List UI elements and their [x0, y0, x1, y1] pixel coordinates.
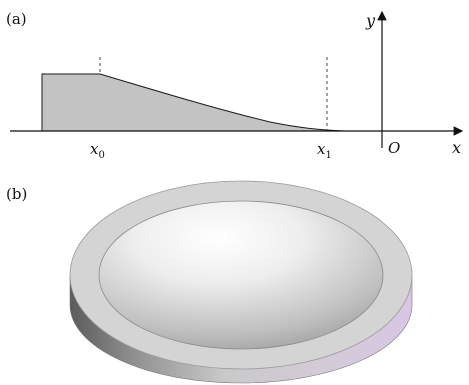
y-axis-label: y	[365, 11, 376, 30]
concave-bowl	[98, 200, 384, 350]
panel-b-label: (b)	[6, 185, 27, 203]
x-axis-label: x	[452, 138, 461, 157]
origin-label: O	[388, 139, 400, 157]
panel-a-label: (a)	[6, 10, 27, 28]
x0-label: x0	[90, 140, 105, 161]
profile-shape	[41, 73, 380, 132]
x1-label: x1	[317, 140, 332, 161]
